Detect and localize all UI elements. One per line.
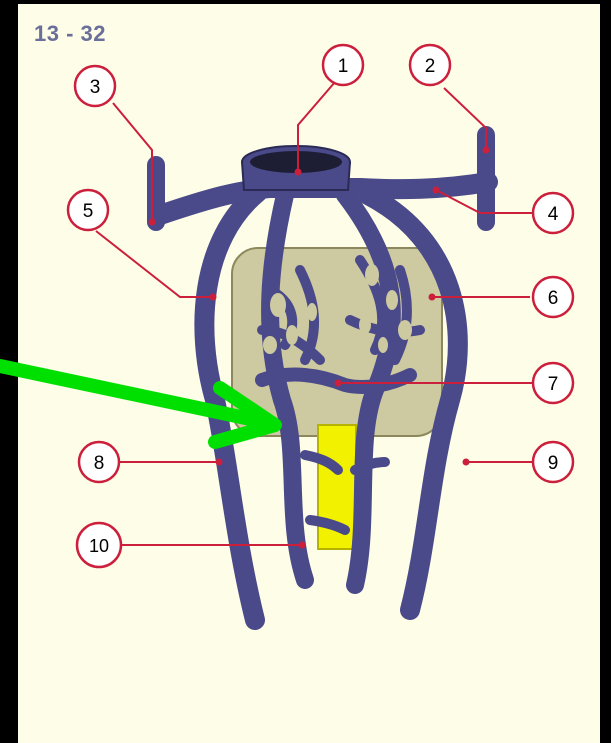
callout-5: 5 <box>68 190 108 230</box>
callout-label: 8 <box>94 453 105 474</box>
callout-4: 4 <box>533 193 573 233</box>
callout-label: 4 <box>548 204 559 225</box>
callout-label: 6 <box>548 288 559 309</box>
callout-label: 1 <box>338 56 349 77</box>
callout-label: 5 <box>83 201 94 222</box>
callout-6: 6 <box>533 277 573 317</box>
callout-label: 10 <box>89 536 109 556</box>
callout-label: 9 <box>548 453 559 474</box>
callout-label: 7 <box>548 374 559 395</box>
callout-3: 3 <box>75 66 115 106</box>
callout-label: 2 <box>425 56 436 77</box>
callout-9: 9 <box>533 442 573 482</box>
callout-1: 1 <box>323 45 363 85</box>
callout-7: 7 <box>533 363 573 403</box>
callout-10: 10 <box>77 523 121 567</box>
callout-8: 8 <box>79 442 119 482</box>
callout-label: 3 <box>90 77 101 98</box>
callout-2: 2 <box>410 45 450 85</box>
